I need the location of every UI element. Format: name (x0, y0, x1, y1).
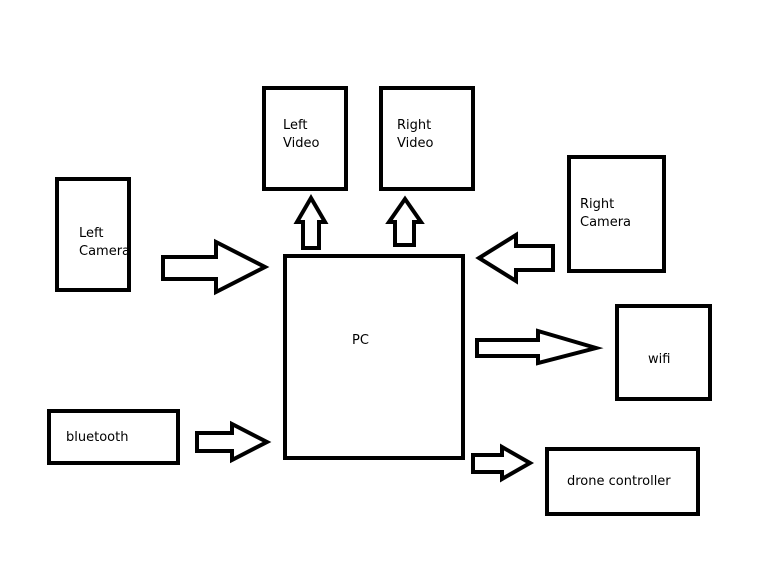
arrow-pc-to-drone-controller (471, 443, 535, 483)
node-left-video: Left Video (262, 86, 348, 191)
node-bluetooth: bluetooth (47, 409, 180, 465)
left-camera-label-line2: Camera (79, 244, 130, 259)
right-camera-label-line1: Right (580, 197, 614, 212)
node-wifi: wifi (615, 304, 712, 401)
right-video-label-line1: Right (397, 118, 431, 133)
arrow-right-camera-to-pc (475, 231, 555, 285)
arrow-pc-to-left-video (293, 194, 329, 250)
node-right-video: Right Video (379, 86, 475, 191)
left-video-label-line1: Left (283, 118, 307, 133)
left-camera-label-line1: Left (79, 226, 103, 241)
node-pc: PC (283, 254, 465, 460)
arrow-left-camera-to-pc (161, 238, 270, 296)
bluetooth-label: bluetooth (66, 430, 128, 445)
arrow-pc-to-wifi (475, 328, 604, 366)
wifi-label: wifi (648, 352, 670, 367)
arrow-bluetooth-to-pc (195, 420, 272, 464)
node-left-camera: Left Camera (55, 177, 131, 292)
node-right-camera: Right Camera (567, 155, 666, 273)
right-camera-label-line2: Camera (580, 215, 631, 230)
right-video-label-line2: Video (397, 136, 433, 151)
left-video-label-line2: Video (283, 136, 319, 151)
drone-controller-label: drone controller (567, 474, 671, 489)
arrow-pc-to-right-video (385, 195, 425, 247)
node-drone-controller: drone controller (545, 447, 700, 516)
pc-label: PC (352, 333, 369, 348)
